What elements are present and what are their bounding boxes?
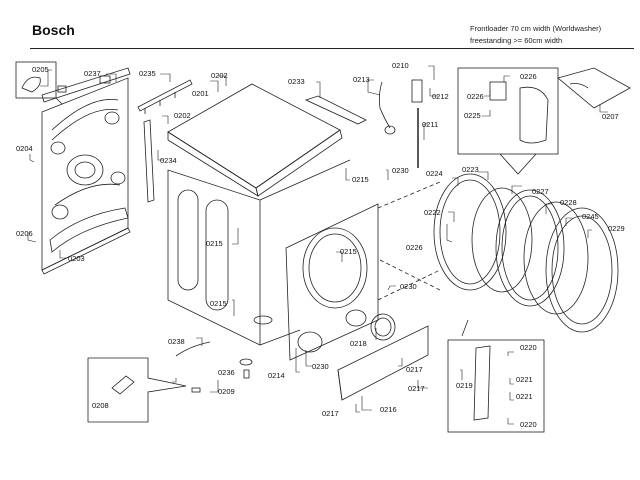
detail-box-0219 [447, 319, 545, 433]
diagram-subtitle-line1: Frontloader 70 cm width (Worldwasher) [470, 24, 602, 33]
part-label-0237: 0237 [84, 69, 101, 78]
cabinet-drawing [167, 83, 351, 346]
detail-box-0205 [15, 61, 63, 105]
part-label-0215-left: 0215 [206, 239, 223, 248]
part-label-0228: 0228 [560, 198, 577, 207]
part-label-0229: 0229 [608, 224, 625, 233]
part-label-0214: 0214 [268, 371, 285, 380]
part-label-0212: 0212 [432, 92, 449, 101]
diagram-subtitle-line2: freestanding >= 60cm width [470, 36, 563, 45]
part-label-0217-right: 0217 [406, 365, 423, 374]
part-label-0221-bottom: 0221 [516, 392, 533, 401]
bracket-0233-drawing [304, 95, 367, 125]
part-label-0219: 0219 [456, 381, 473, 390]
part-label-0202-top: 0202 [211, 71, 228, 80]
part-label-0211: 0211 [422, 120, 439, 129]
part-label-0208: 0208 [92, 401, 109, 410]
ring-0218-drawing [370, 313, 396, 341]
part-label-0217-middle: 0217 [408, 384, 425, 393]
part-label-0245: 0245 [582, 212, 599, 221]
leader-lines [27, 65, 608, 425]
fascia-0216-drawing [337, 325, 429, 401]
part-label-0234: 0234 [160, 156, 177, 165]
part-label-0217-left: 0217 [322, 409, 339, 418]
detail-box-0208 [87, 357, 201, 423]
door-assembly-drawing [433, 173, 619, 333]
rail-0235-drawing [137, 79, 193, 114]
part-label-0227: 0227 [532, 187, 549, 196]
part-label-0201: 0201 [192, 89, 209, 98]
tool-kit-0207-drawing [557, 67, 631, 109]
part-label-0221-top: 0221 [516, 375, 533, 384]
switch-0210-drawing [411, 79, 423, 103]
back-panel-drawing [41, 77, 131, 275]
part-label-0236: 0236 [218, 368, 235, 377]
part-label-0226-door: 0226 [406, 243, 423, 252]
part-label-0224: 0224 [426, 169, 443, 178]
small-parts-drawing [175, 341, 253, 379]
part-label-0213: 0213 [353, 75, 370, 84]
part-label-0204: 0204 [16, 144, 33, 153]
part-label-0205: 0205 [32, 65, 49, 74]
part-label-0220-top: 0220 [520, 343, 537, 352]
part-label-0235: 0235 [139, 69, 156, 78]
strip-0234-drawing [143, 119, 155, 203]
assembly-guide-lines [377, 181, 441, 301]
part-label-0218: 0218 [350, 339, 367, 348]
part-label-0233: 0233 [288, 77, 305, 86]
part-label-0222: 0222 [424, 208, 441, 217]
part-label-0215-front: 0215 [340, 247, 357, 256]
header-divider [30, 48, 634, 49]
part-label-0215-lower: 0215 [210, 299, 227, 308]
detail-box-hinge [457, 67, 559, 175]
part-label-0206: 0206 [16, 229, 33, 238]
part-label-0238: 0238 [168, 337, 185, 346]
part-label-0223: 0223 [462, 165, 479, 174]
part-label-0215-upper: 0215 [352, 175, 369, 184]
part-label-0226-box-right: 0226 [520, 72, 537, 81]
part-label-0207: 0207 [602, 112, 619, 121]
part-label-0220-bottom: 0220 [520, 420, 537, 429]
top-bracket-drawing [41, 67, 131, 103]
brand-title: Bosch [32, 22, 75, 38]
part-label-0230-lower: 0230 [312, 362, 329, 371]
part-label-0225: 0225 [464, 111, 481, 120]
part-label-0226-box-left: 0226 [467, 92, 484, 101]
part-label-0210: 0210 [392, 61, 409, 70]
front-panel-drawing [285, 203, 379, 361]
part-label-0230-upper: 0230 [392, 166, 409, 175]
part-label-0216: 0216 [380, 405, 397, 414]
part-label-0203: 0203 [68, 254, 85, 263]
part-label-0230-middle: 0230 [400, 282, 417, 291]
part-label-0209: 0209 [218, 387, 235, 396]
hose-0213-drawing [378, 81, 396, 135]
part-label-0202: 0202 [174, 111, 191, 120]
